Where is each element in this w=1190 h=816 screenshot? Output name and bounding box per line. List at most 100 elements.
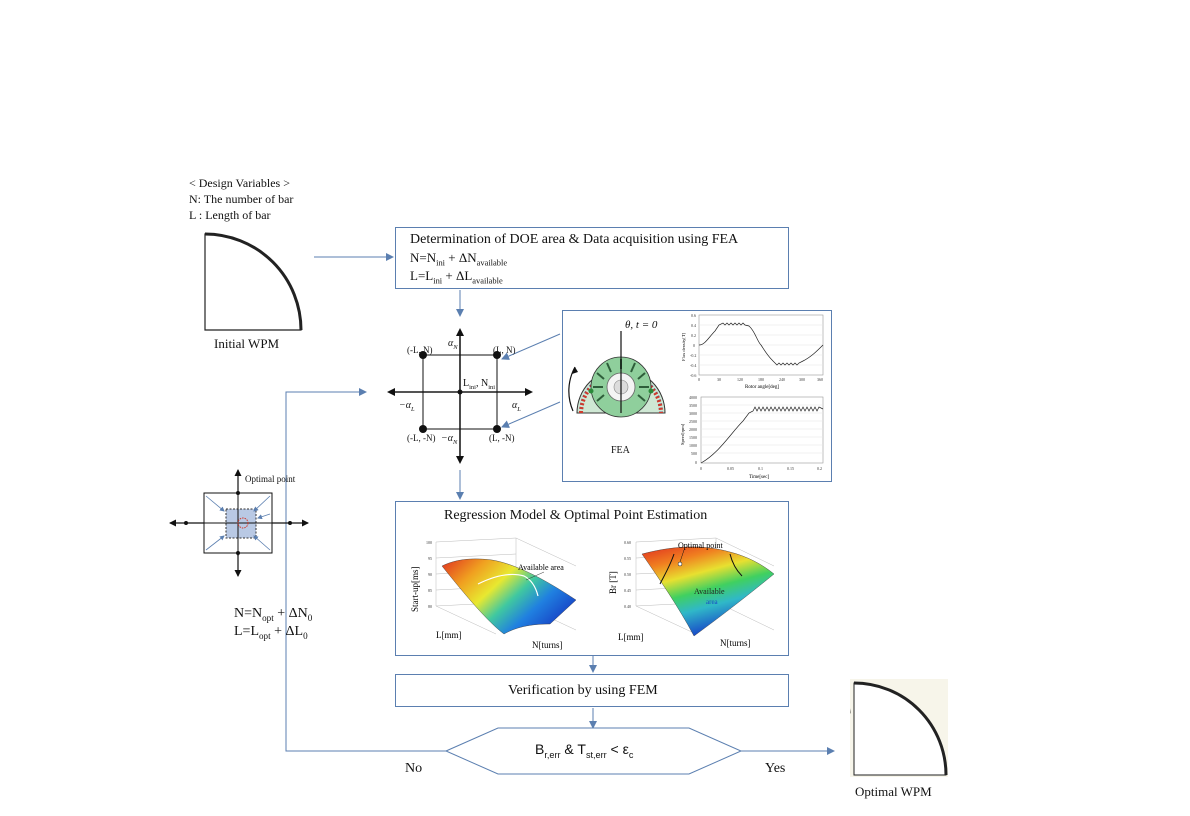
decision-diamond xyxy=(444,727,743,775)
flux-ylabel: Flux density[T] xyxy=(681,332,686,361)
regression-box: Regression Model & Optimal Point Estimat… xyxy=(395,501,789,656)
speed-ytick: 1500 xyxy=(689,435,697,440)
br-response-surface: 0.60 0.55 0.50 0.45 0.40 Br [T] L[mm] N[… xyxy=(608,537,775,648)
startup-ztick: 95 xyxy=(428,556,432,561)
startup-ztick: 90 xyxy=(428,572,432,577)
doe-design-square xyxy=(422,354,498,430)
speed-chart: 4000 3500 3000 2500 2000 1500 1000 500 0… xyxy=(680,395,824,480)
fea-panel: θ, t = 0 FEA 0.6 0.4 0.2 0 -0.2 -0.4 -0.… xyxy=(562,310,832,482)
flux-xtick: 180 xyxy=(758,377,764,382)
startup-zlabel: Start-up[ms] xyxy=(410,567,420,613)
doe-label-top-left: (-L, N) xyxy=(407,345,433,355)
speed-ytick: 1000 xyxy=(689,443,697,448)
br-ztick: 0.50 xyxy=(624,572,631,577)
design-variable-n: N: The number of bar xyxy=(189,192,294,206)
initial-wpm-label: Initial WPM xyxy=(214,336,280,351)
optimal-point-diagram xyxy=(169,469,309,577)
arrow-fea-to-grid-top xyxy=(501,333,561,360)
design-variable-l: L : Length of bar xyxy=(189,208,271,222)
flux-ytick: 0.6 xyxy=(691,313,696,318)
yes-label: Yes xyxy=(765,761,786,776)
speed-ytick: 3000 xyxy=(689,411,697,416)
verification-box: Verification by using FEM xyxy=(395,674,789,707)
br-ztick: 0.40 xyxy=(624,604,631,609)
flux-xtick: 240 xyxy=(779,377,785,382)
doe-point-bl xyxy=(419,425,427,433)
br-ztick: 0.60 xyxy=(624,540,631,545)
speed-ytick: 3500 xyxy=(689,403,697,408)
speed-xtick: 0.05 xyxy=(727,466,734,471)
flux-ytick: -0.4 xyxy=(690,363,696,368)
doe-point-tl xyxy=(419,351,427,359)
flux-density-curve xyxy=(698,322,824,366)
update-n-equation: N=Nopt + ΔN0 xyxy=(234,606,313,623)
doe-label-bottom-right: (L, -N) xyxy=(489,433,515,443)
speed-ytick: 4000 xyxy=(689,395,697,400)
optimal-point-label: Optimal point xyxy=(245,474,296,484)
initial-wpm-image xyxy=(204,232,303,331)
design-variables-heading: < Design Variables > xyxy=(189,176,290,190)
speed-xlabel: Time[sec] xyxy=(749,475,769,480)
br-surface xyxy=(641,546,775,637)
speed-ytick: 2500 xyxy=(689,419,697,424)
flux-ytick: -0.2 xyxy=(690,353,696,358)
optimal-wpm-label: Optimal WPM xyxy=(855,784,932,799)
flux-xtick: 30 xyxy=(717,377,721,382)
speed-xtick: 0.15 xyxy=(787,466,794,471)
fea-label: FEA xyxy=(611,445,630,456)
br-annotation-top: Optimal point xyxy=(678,541,723,550)
startup-ztick: 85 xyxy=(428,588,432,593)
doe-grid-diagram xyxy=(387,328,533,464)
startup-ztick: 100 xyxy=(426,540,432,545)
doe-axis-y-neg-label: −αN xyxy=(441,433,458,446)
flux-xtick: 120 xyxy=(737,377,743,382)
arrow-no-loop xyxy=(285,388,446,752)
doe-box: Determination of DOE area & Data acquisi… xyxy=(395,227,789,289)
doe-axis-x-neg-label: −αL xyxy=(399,400,415,413)
doe-point-br xyxy=(493,425,501,433)
doe-axis-x-pos-label: αL xyxy=(512,400,521,413)
startup-surface xyxy=(441,558,577,635)
br-annotation-low: area xyxy=(706,598,719,606)
flux-ytick: 0 xyxy=(693,343,695,348)
speed-ytick: 0 xyxy=(695,460,697,465)
update-l-equation: L=Lopt + ΔL0 xyxy=(234,624,308,641)
flux-xlabel: Rotor angle[deg] xyxy=(745,385,779,390)
speed-curve xyxy=(700,406,824,464)
doe-label-bottom-left: (-L, -N) xyxy=(407,433,436,443)
speed-ytick: 2000 xyxy=(689,427,697,432)
flux-xtick: 360 xyxy=(817,377,823,382)
flux-ytick: 0.2 xyxy=(691,333,696,338)
speed-xtick: 0.1 xyxy=(758,466,763,471)
verification-label: Verification by using FEM xyxy=(508,683,658,698)
doe-point-center xyxy=(457,389,463,395)
br-ztick: 0.45 xyxy=(624,588,631,593)
decision-condition: Br,err & Tst,err < εc xyxy=(535,741,634,760)
br-xlabel: L[mm] xyxy=(618,632,644,642)
speed-ylabel: Speed[rpm] xyxy=(680,423,685,445)
br-annotation-mid: Available xyxy=(694,587,725,596)
br-ztick: 0.55 xyxy=(624,556,631,561)
optimal-point-marker xyxy=(237,517,249,529)
doe-point-tr xyxy=(493,351,501,359)
doe-label-center: Lini, Nini xyxy=(463,378,496,391)
doe-label-top-right: (L, N) xyxy=(493,345,516,355)
flux-xtick: 300 xyxy=(799,377,805,382)
startup-annotation: Available area xyxy=(518,563,564,572)
flux-ytick: 0.4 xyxy=(691,323,696,328)
optimal-wpm-image xyxy=(850,679,948,777)
speed-xtick: 0 xyxy=(700,466,702,471)
doe-axis-y-pos-label: αN xyxy=(448,338,458,351)
regression-title: Regression Model & Optimal Point Estimat… xyxy=(444,508,708,523)
startup-ztick: 80 xyxy=(428,604,432,609)
flux-density-chart: 0.6 0.4 0.2 0 -0.2 -0.4 -0.6 0 30 120 18… xyxy=(681,313,824,390)
startup-xlabel: L[mm] xyxy=(436,630,462,640)
br-zlabel: Br [T] xyxy=(608,571,618,594)
br-ylabel: N[turns] xyxy=(720,638,751,648)
flux-ytick: -0.6 xyxy=(690,373,696,378)
doe-l-equation: L=Lini + ΔLavailable xyxy=(410,268,503,286)
startup-response-surface: 100 95 90 85 80 Start-up[ms] L[mm] N[tur… xyxy=(410,537,577,650)
doe-n-equation: N=Nini + ΔNavailable xyxy=(410,250,508,268)
no-label: No xyxy=(405,761,423,776)
